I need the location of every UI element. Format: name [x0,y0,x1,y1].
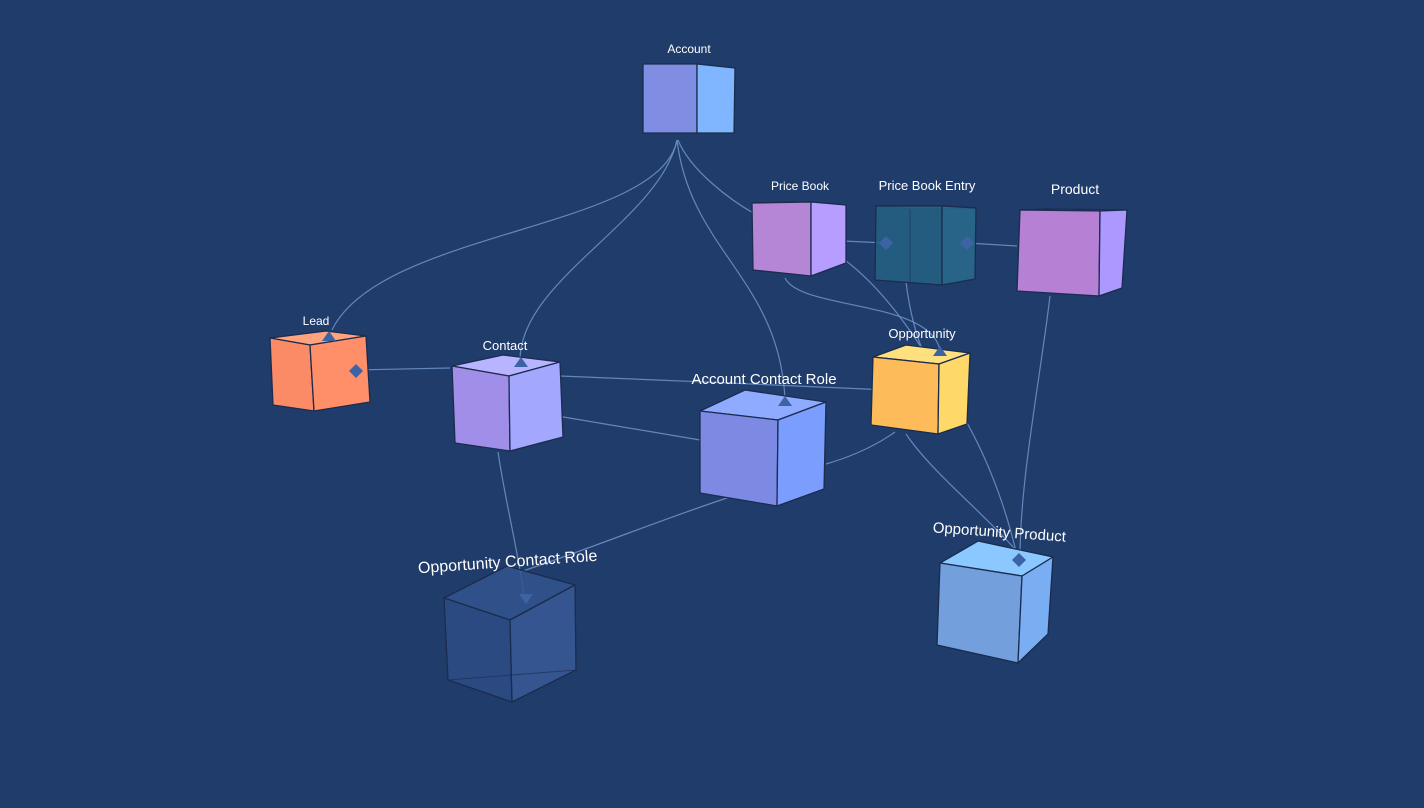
relationship-line-extra-3 [905,433,1015,549]
object-cube-price-book-entry[interactable] [874,205,977,286]
parent-arrow-marker-account-to-account-contact-role [778,396,792,406]
parent-arrow-marker-account-to-contact [514,357,528,367]
object-label-product: Product [1051,181,1099,197]
opportunity-product-side-face [1017,556,1054,664]
contact-side-face [508,361,564,452]
object-cube-contact[interactable] [451,354,564,452]
product-front-face [1016,209,1101,297]
object-cube-product[interactable] [1016,208,1128,297]
object-layer [269,63,1128,703]
opportunity-contact-role-inner-edge [509,619,513,703]
product-side-face [1098,209,1128,297]
account-contact-role-side-face [776,401,827,507]
object-label-price-book: Price Book [771,179,830,193]
relationship-line-account-to-account-contact-role [676,139,786,401]
lookup-diamond-marker-opportunity-to-opportunity-product [1012,553,1026,567]
relationship-line-account-to-price-book [677,139,756,215]
relationship-line-price-book-to-opportunity [784,277,941,351]
opportunity-front-face [870,356,940,435]
account-contact-role-front-face [699,410,779,507]
opportunity-side-face [937,352,971,435]
parent-arrow-marker-account-to-lead [322,331,336,341]
lead-side-face [309,335,371,412]
connector-layer [331,139,1051,599]
relationship-line-account-to-lead [331,139,678,331]
relationship-line-product-to-opportunity-product [1019,295,1051,559]
lookup-diamond-marker-product-to-price-book-entry [960,236,974,250]
account-side-face [696,63,736,134]
relationship-line-extra-2 [825,431,896,465]
contact-front-face [451,365,511,452]
object-cube-account[interactable] [642,63,736,134]
opportunity-contact-role-inner-edge [447,669,577,681]
object-cube-opportunity-product[interactable] [936,540,1054,664]
object-cube-account-contact-role[interactable] [699,389,827,507]
object-label-opportunity: Opportunity [888,326,956,341]
price-book-entry-side-face [941,205,977,286]
price-book-side-face [810,201,847,277]
relationship-line-opportunity-to-account-contact-role [559,375,889,391]
relationship-line-account-to-contact [519,139,678,361]
object-cube-opportunity[interactable] [870,344,971,435]
object-label-account-contact-role: Account Contact Role [691,371,836,388]
parent-arrow-marker-price-book-to-opportunity [933,346,947,356]
account-front-face [642,63,698,134]
parent-arrow-marker-contact-to-opportunity-contact-role [519,594,533,604]
object-cube-opportunity-contact-role[interactable] [443,565,577,703]
object-label-price-book-entry: Price Book Entry [879,178,976,193]
object-label-contact: Contact [483,338,528,353]
lookup-diamond-marker-price-book-to-price-book-entry [879,236,893,250]
relationship-line-contact-to-lead [354,367,451,371]
object-label-lead: Lead [303,314,330,328]
object-cube-price-book[interactable] [751,201,847,277]
object-label-account: Account [667,42,711,56]
lead-front-face [269,337,315,412]
opportunity-product-front-face [936,562,1023,664]
relationship-line-account-contact-role-to-opportunity-contact-role [519,496,731,573]
marker-layer [322,236,1026,604]
lookup-diamond-marker-contact-to-lead [349,364,363,378]
object-cube-lead[interactable] [269,330,371,412]
price-book-front-face [751,201,812,277]
